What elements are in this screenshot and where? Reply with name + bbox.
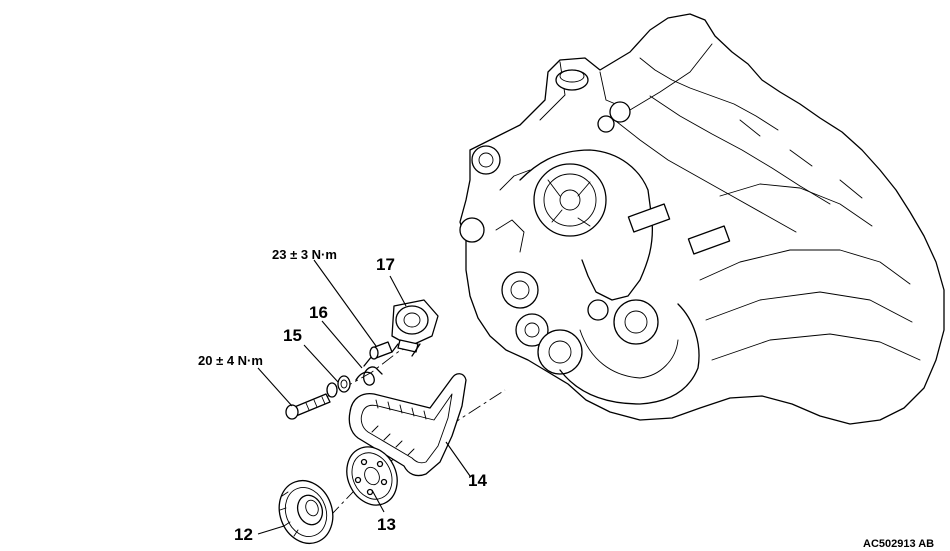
tensioner-bolt — [369, 341, 393, 360]
callout-12: 12 — [234, 525, 253, 544]
callout-15: 15 — [283, 326, 302, 345]
tensioner-pulley — [391, 299, 439, 357]
bolt — [285, 393, 331, 420]
washer-spacer — [326, 375, 351, 398]
crankshaft-sprocket — [346, 446, 398, 506]
callout-17: 17 — [376, 255, 395, 274]
torque-label-lower: 20 ± 4 N·m — [198, 353, 263, 368]
torque-label-upper: 23 ± 3 N·m — [272, 247, 337, 262]
engine-block — [459, 13, 945, 425]
figure-id: AC502913 AB — [863, 538, 934, 550]
callout-16: 16 — [309, 303, 328, 322]
callout-14: 14 — [468, 471, 487, 490]
labels: 23 ± 3 N·m 20 ± 4 N·m 17 16 15 14 13 12 … — [198, 247, 934, 550]
crankshaft-pulley — [278, 479, 334, 545]
tensioner-spring — [355, 355, 383, 386]
callout-13: 13 — [377, 515, 396, 534]
leader-lines — [257, 259, 471, 535]
